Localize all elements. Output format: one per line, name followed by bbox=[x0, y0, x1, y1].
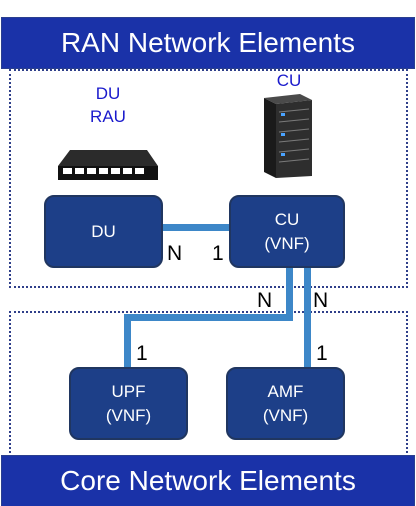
cu-node: CU (VNF) bbox=[229, 195, 345, 268]
amf-node-label: AMF bbox=[267, 381, 304, 401]
cu-caption: CU bbox=[276, 71, 302, 90]
du-caption-line1: DU bbox=[95, 84, 121, 103]
core-banner: Core Network Elements bbox=[1, 455, 415, 506]
upf-node-sublabel: (VNF) bbox=[105, 405, 152, 425]
ran-zone bbox=[9, 69, 408, 288]
du-node-label: DU bbox=[91, 221, 116, 241]
cu-node-sublabel: (VNF) bbox=[264, 233, 310, 253]
link-cu-upf-vertical bbox=[286, 266, 293, 320]
amf-node: AMF (VNF) bbox=[226, 367, 345, 440]
upf-node-label: UPF bbox=[111, 381, 146, 401]
du-node: DU bbox=[44, 195, 163, 268]
link-du-cu bbox=[163, 224, 231, 231]
cu-node-label: CU bbox=[274, 209, 300, 229]
server-rack-icon bbox=[264, 94, 312, 178]
upf-node: UPF (VNF) bbox=[69, 367, 188, 440]
ran-banner: RAN Network Elements bbox=[1, 17, 415, 69]
mult-du-side: N bbox=[167, 242, 183, 265]
mult-cu-to-amf: N bbox=[313, 289, 329, 312]
link-cu-amf bbox=[304, 266, 311, 370]
amf-node-sublabel: (VNF) bbox=[262, 405, 309, 425]
mult-amf-side: 1 bbox=[316, 342, 328, 365]
link-upf-vertical bbox=[124, 314, 131, 370]
network-switch-icon bbox=[58, 150, 158, 180]
link-cu-upf-horizontal bbox=[124, 314, 293, 321]
mult-cu-to-upf: N bbox=[257, 289, 273, 312]
mult-upf-side: 1 bbox=[136, 342, 148, 365]
du-caption: DU RAU bbox=[78, 82, 138, 128]
mult-cu-side: 1 bbox=[212, 242, 224, 265]
du-caption-line2: RAU bbox=[90, 107, 126, 126]
